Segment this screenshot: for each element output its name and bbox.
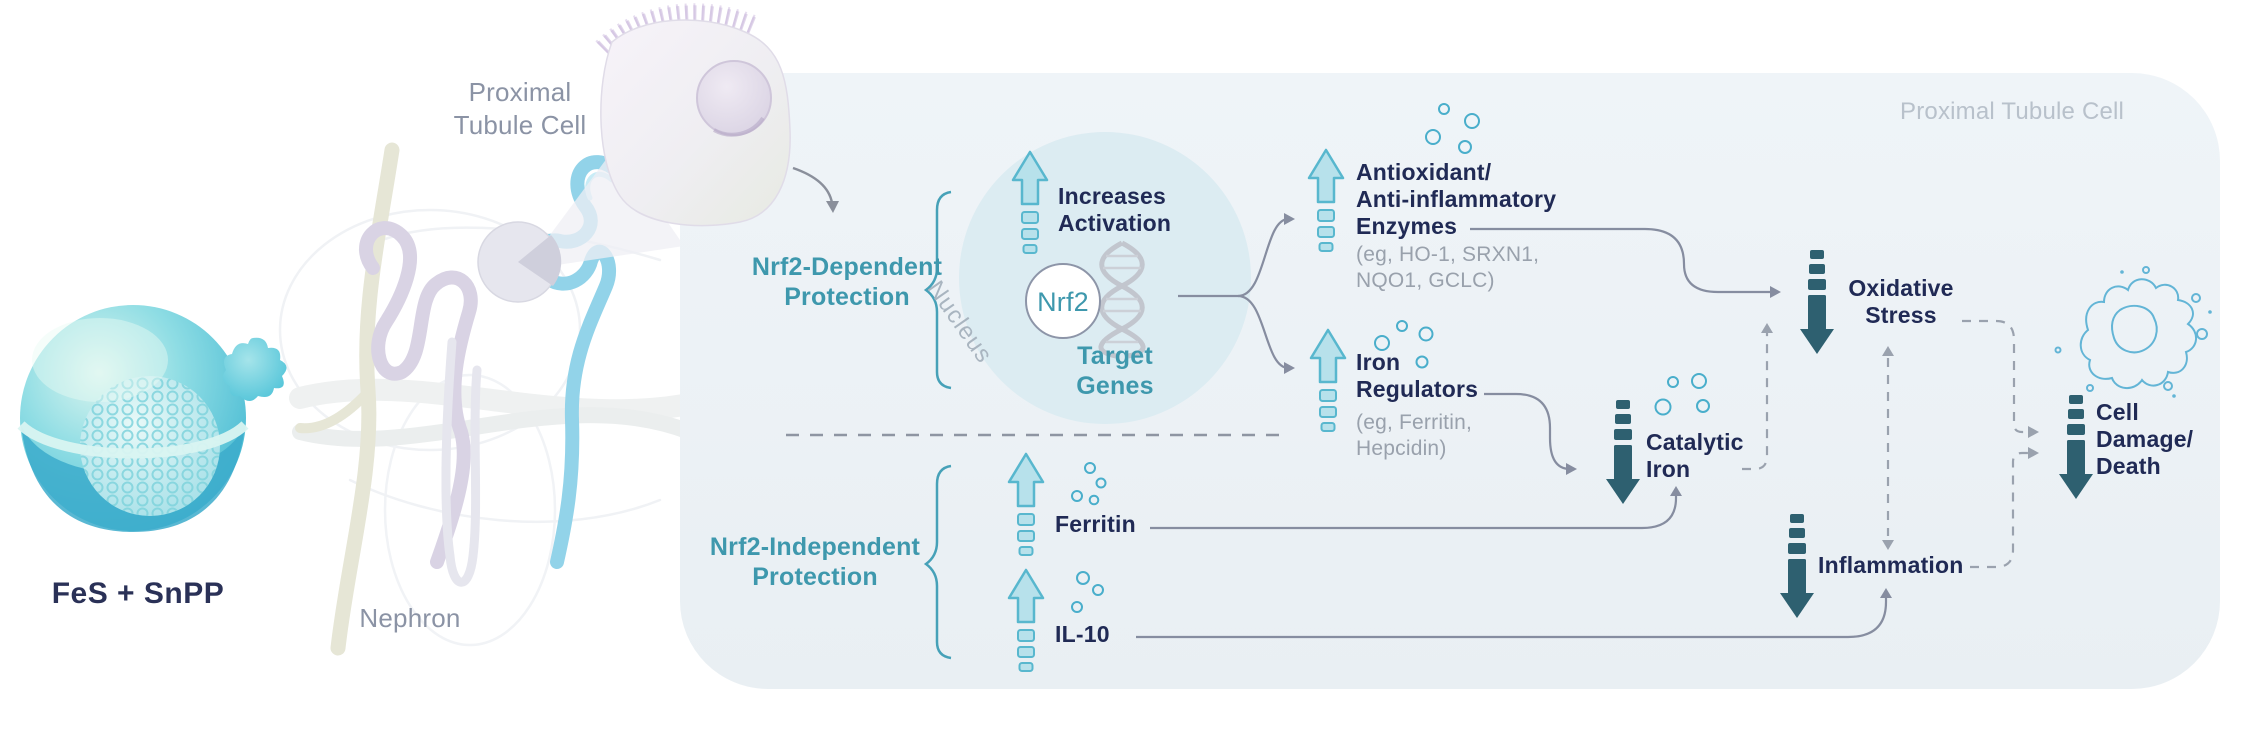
connector-il10-to-inflammation — [1136, 596, 1888, 639]
nrf2-label: Nrf2 — [1037, 287, 1089, 317]
dashed-arrowheads — [1761, 323, 2039, 550]
callout-curved-arrow — [792, 166, 839, 213]
fes-snpp-illustration — [17, 305, 287, 532]
bubbles-catalytic-iron — [1654, 373, 1710, 416]
nrf2-independent-brace — [923, 464, 952, 660]
bubbles-iron-regulators — [1374, 320, 1434, 369]
panel-title: Proximal Tubule Cell — [1900, 98, 2125, 125]
nrf2-circle — [1025, 263, 1101, 339]
bubbles-il10 — [1071, 571, 1104, 613]
nephron-label: Nephron — [359, 603, 461, 633]
connector-to-antioxidant — [1237, 217, 1289, 298]
oxidative-stress-label: Oxidative Stress — [1848, 275, 1954, 329]
catalytic-iron-label: Catalytic Iron — [1646, 429, 1744, 483]
dashed-connectors — [1742, 319, 2028, 569]
il10-label: IL-10 — [1055, 621, 1110, 647]
proximal-tubule-cell-callout-label: Proximal Tubule Cell — [453, 77, 587, 140]
dashed-catalytic-to-oxidative — [1742, 332, 1769, 471]
nrf2-dependent-heading: Nrf2-Dependent Protection — [751, 253, 943, 311]
connector-enzymes-to-oxidative-stress — [1470, 227, 1774, 294]
loop-of-henle — [441, 337, 482, 587]
dashed-oxidative-to-cell-damage — [1962, 319, 2028, 434]
target-genes-label: Target Genes — [1076, 342, 1154, 400]
iron-regulators-examples: (eg, Ferritin, Hepcidin) — [1356, 411, 1472, 460]
cell-damage-death-label: Cell Damage/ Death — [2096, 399, 2194, 480]
antioxidant-enzymes-label: Antioxidant/ Anti-inflammatory Enzymes — [1356, 159, 1557, 240]
connector-to-iron-regulators — [1237, 294, 1289, 370]
bubbles-antioxidant — [1425, 103, 1480, 154]
distal-tubule — [359, 221, 478, 569]
solid-arrowheads — [1284, 213, 1892, 598]
glomerulus — [477, 221, 562, 303]
inflammation-label: Inflammation — [1818, 552, 1964, 578]
zoom-callout-cone — [524, 146, 684, 270]
molecule-bubbles — [1071, 103, 1710, 613]
connector-ferritin-to-catalytic-iron — [1150, 494, 1678, 530]
solid-connectors — [1136, 217, 1888, 639]
ferritin-label: Ferritin — [1055, 511, 1136, 537]
iron-regulators-label: Iron Regulators — [1356, 349, 1479, 403]
antioxidant-enzymes-examples: (eg, HO-1, SRXN1, NQO1, GCLC) — [1356, 243, 1540, 292]
dna-icon — [1098, 240, 1146, 359]
proximal-tubule-cell-illustration — [595, 3, 791, 227]
damaged-cell-icon — [2054, 266, 2212, 398]
nrf2-dependent-brace — [923, 190, 952, 390]
bubbles-ferritin — [1071, 462, 1107, 506]
snpp-particle-icon — [222, 337, 287, 401]
nrf2-independent-heading: Nrf2-Independent Protection — [709, 533, 921, 591]
connector-ironreg-to-catalytic-iron — [1484, 392, 1571, 471]
fes-snpp-label: FeS + SnPP — [51, 577, 225, 610]
increases-activation-label: Increases Activation — [1058, 183, 1172, 237]
